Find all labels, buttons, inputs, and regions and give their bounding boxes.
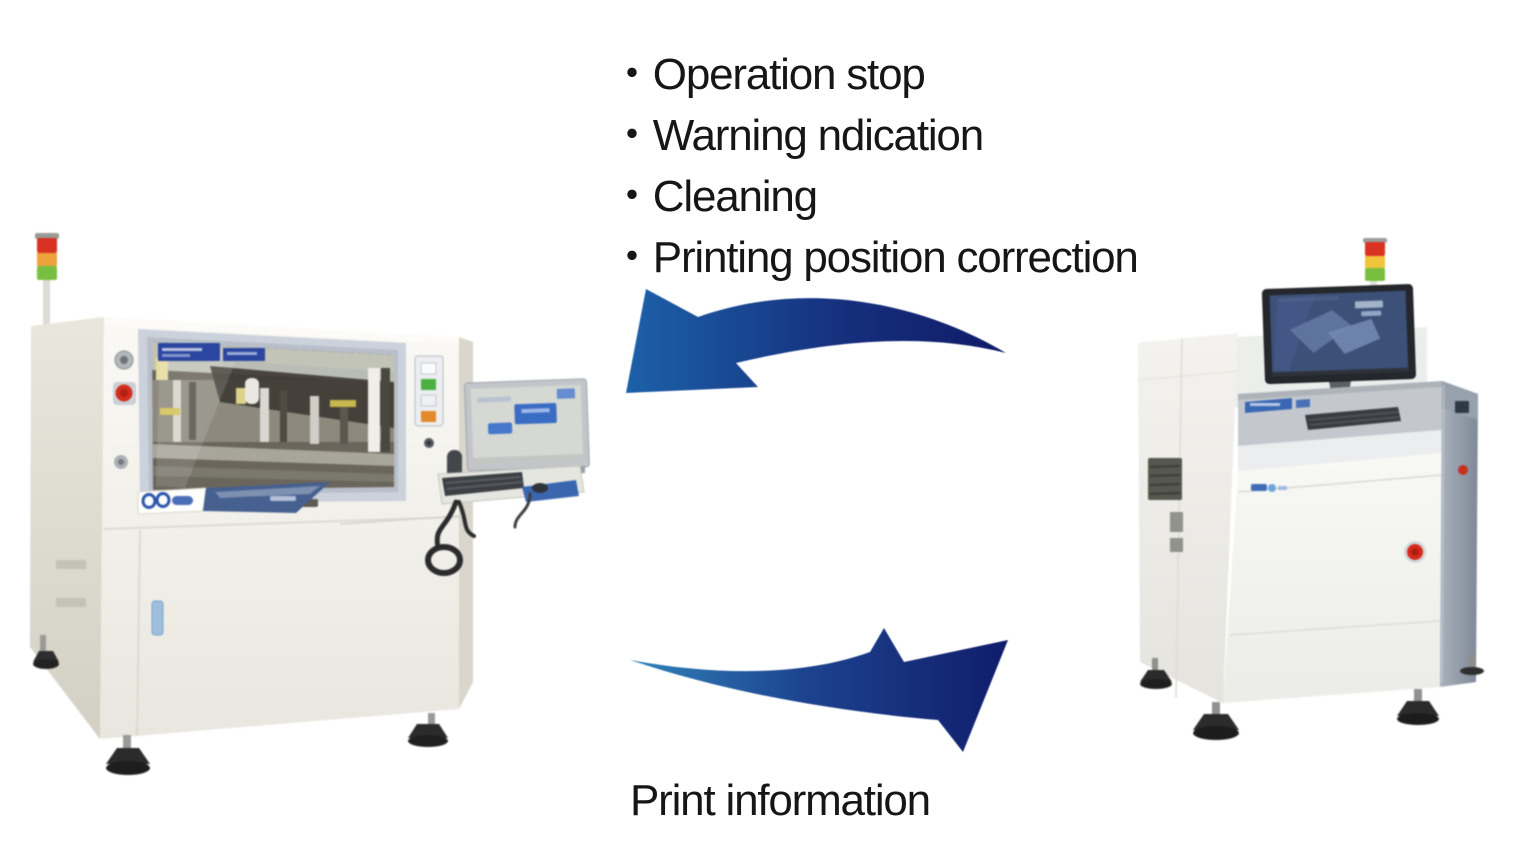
leveling-feet [33, 635, 448, 775]
machine-left-side-panel [30, 317, 104, 739]
operation-button-panel [414, 355, 444, 448]
printer-monitor [464, 378, 590, 472]
feedback-arrow-left [626, 289, 1006, 393]
machine-front-panel [1223, 453, 1443, 703]
feedback-item: ・Printing position correction [610, 233, 1139, 282]
cables [425, 492, 532, 576]
feedback-item: ・Cleaning [610, 172, 818, 221]
machine-right-column [1440, 381, 1478, 687]
door-label [151, 600, 164, 636]
column-button-red [1458, 465, 1468, 475]
console-lip [1238, 430, 1442, 471]
front-logo [1251, 484, 1267, 491]
panel-button-white [420, 362, 437, 375]
leveling-feet [1140, 654, 1484, 740]
curved-arrow-left-shape [626, 289, 1006, 393]
feedback-list: ・Operation stop ・Warning ndication ・Clea… [610, 44, 1139, 288]
column-button-dark [1455, 401, 1469, 413]
window-logo-banner [158, 343, 220, 361]
side-vent [1148, 458, 1182, 500]
panel-button-orange [421, 411, 436, 422]
curved-arrow-right-shape [630, 628, 1008, 752]
printer-window [138, 329, 406, 507]
console-slope [1238, 381, 1442, 471]
machine-left-side-panel [1137, 333, 1239, 703]
print-info-arrow-right [630, 628, 1008, 752]
side-vent [56, 560, 86, 569]
right-machine-inspection-image [1137, 238, 1484, 740]
top-edge-highlight [104, 317, 459, 344]
console-keyboard [1305, 407, 1401, 430]
feedback-item: ・Operation stop [610, 50, 926, 99]
brand-logo [137, 482, 330, 515]
feedback-item: ・Warning ndication [610, 111, 984, 160]
left-machine-printer-image [30, 233, 590, 775]
side-vent [56, 598, 86, 607]
print-info-label: Print information [630, 776, 931, 825]
left-control-column [113, 350, 136, 469]
logo-swoosh [203, 482, 330, 513]
panel-button-gray [420, 394, 437, 407]
panel-button-green [421, 379, 436, 390]
inspection-monitor [1262, 284, 1416, 384]
signal-tower-icon [35, 233, 59, 346]
keyboard-tray [437, 465, 585, 505]
mouse [532, 483, 548, 493]
